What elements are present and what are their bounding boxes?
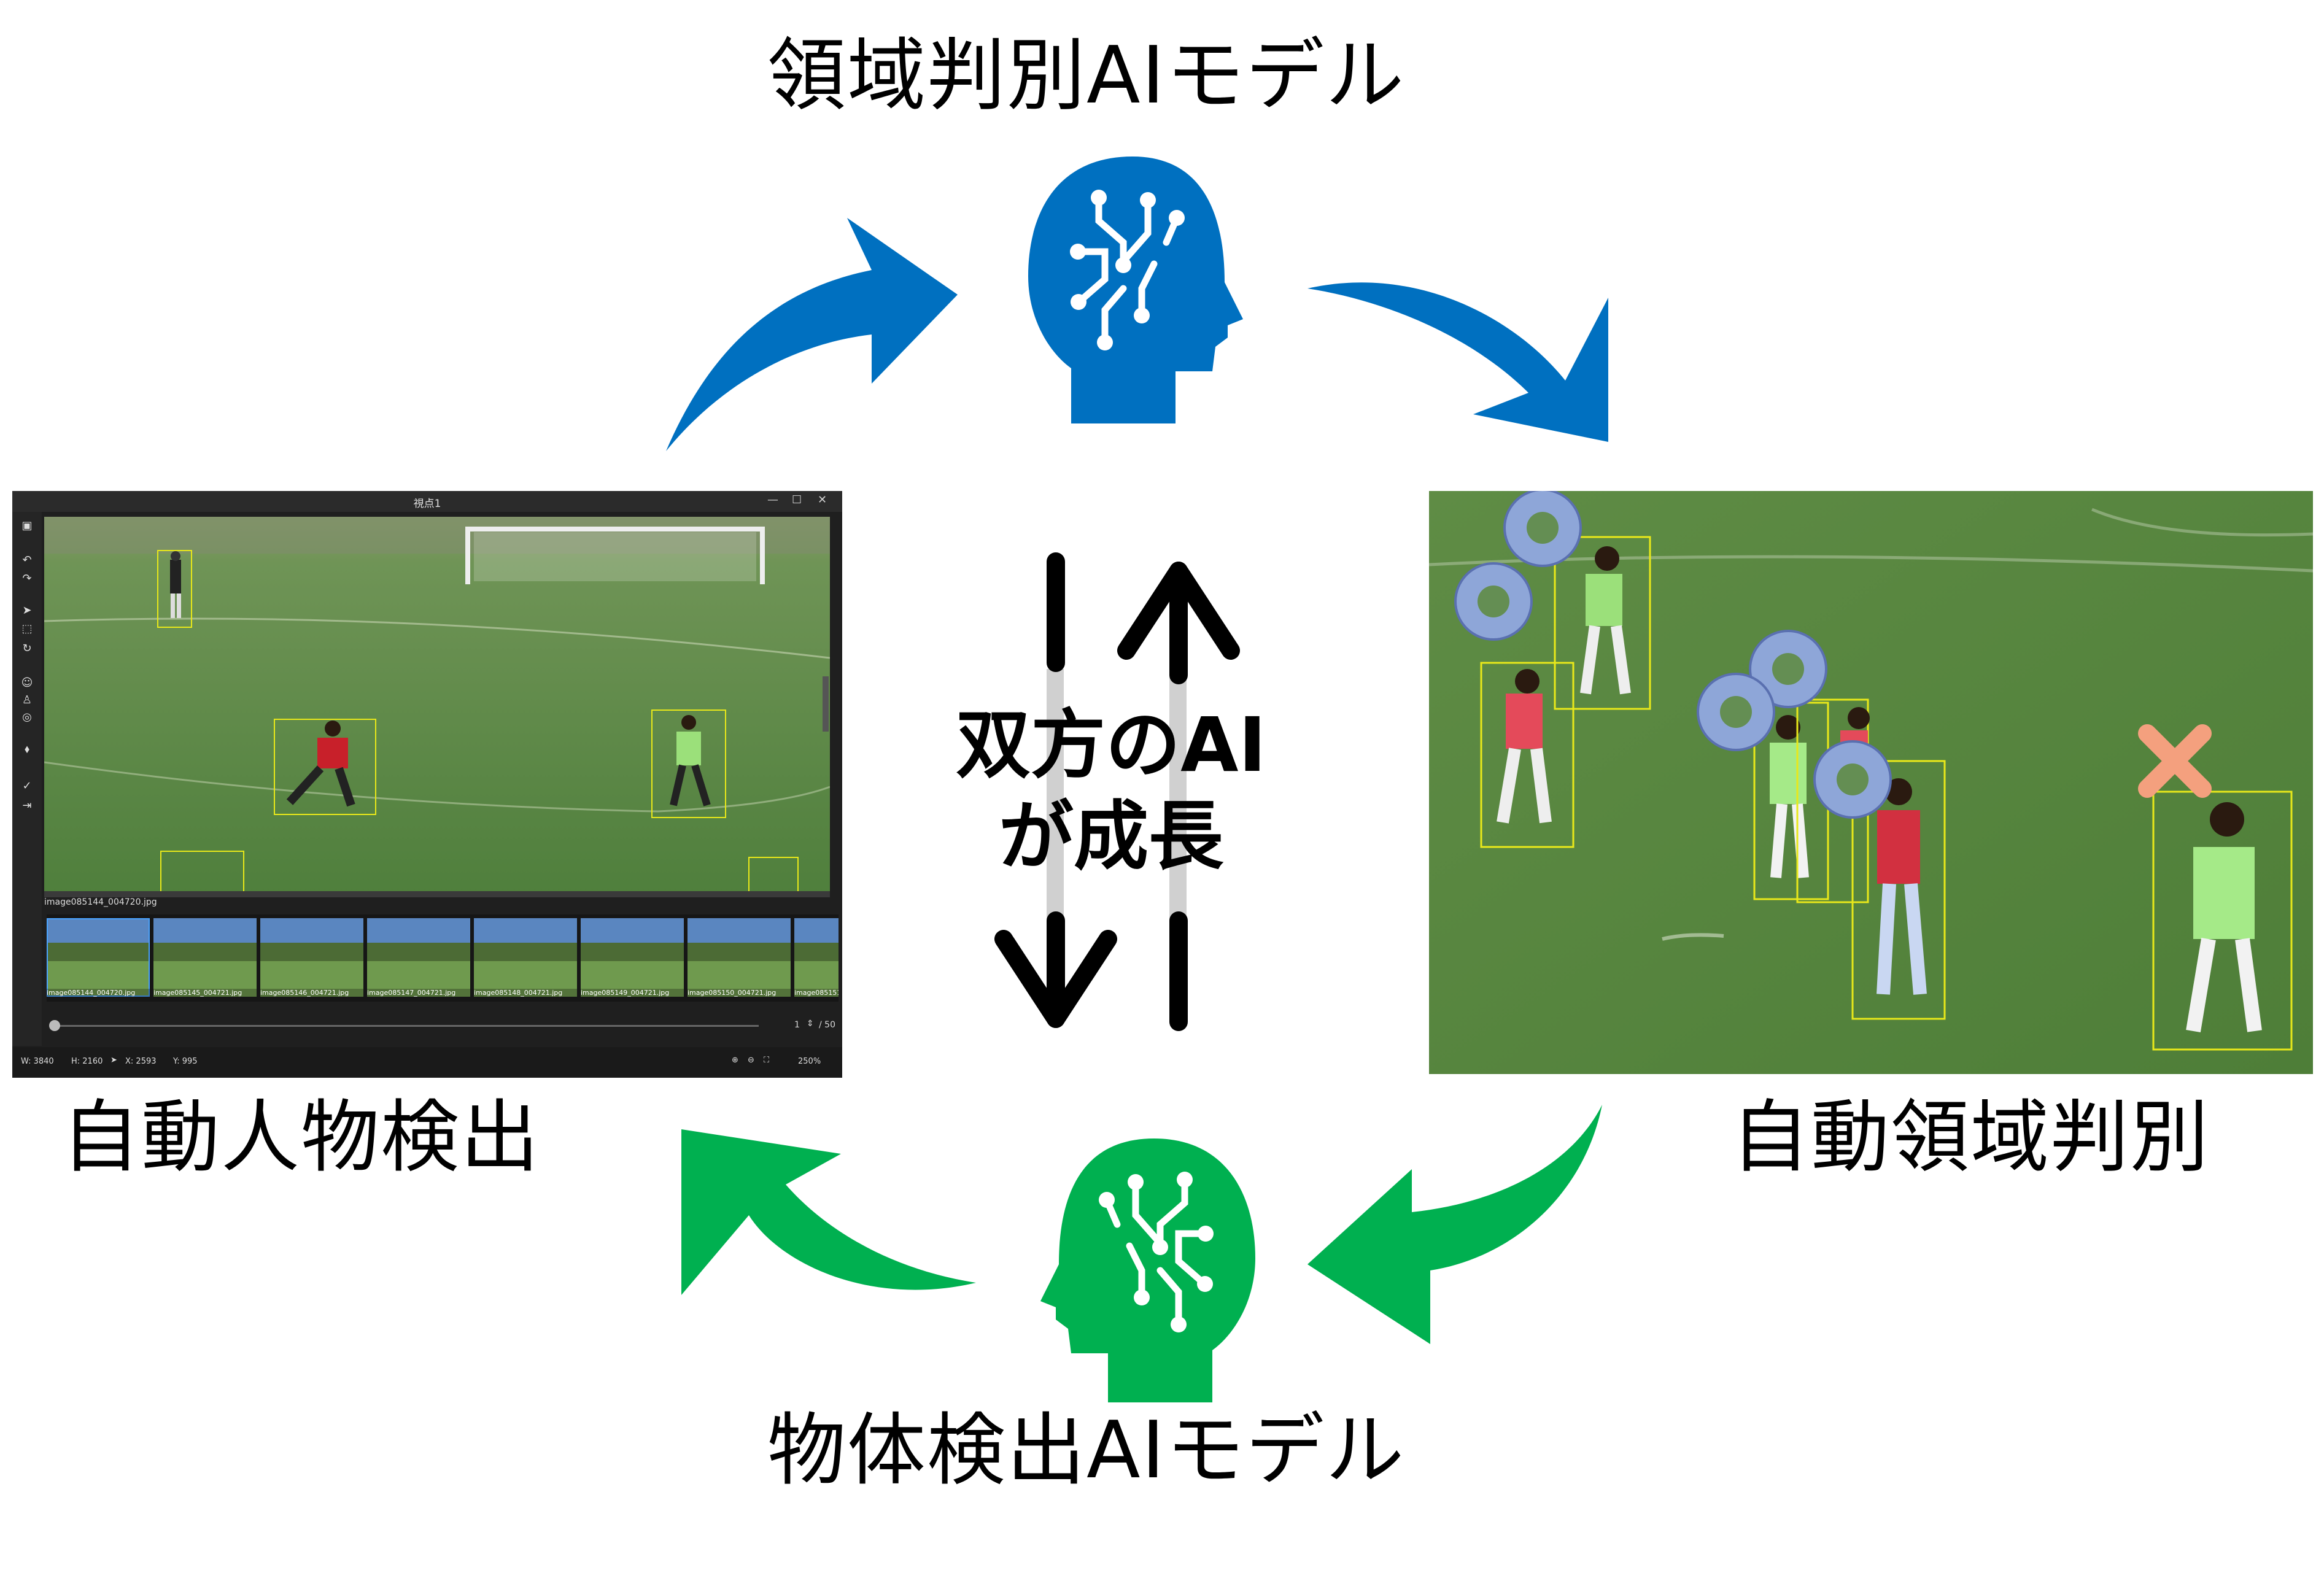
thumbnail[interactable]: image085150_004721.jpg xyxy=(688,918,791,997)
check-all-icon[interactable]: ✓ xyxy=(22,779,32,792)
thumbnail[interactable]: image085147_004721.jpg xyxy=(367,918,470,997)
frame-total: / 50 xyxy=(819,1020,835,1030)
thumbnail[interactable]: image085148_004721.jpg xyxy=(474,918,577,997)
player-box-6 xyxy=(2152,790,2293,1051)
cursor-x: X: 2593 xyxy=(125,1057,157,1066)
object-detection-model-label: 物体検出AIモデル xyxy=(767,1405,1406,1496)
select-pointer-icon[interactable]: ➤ xyxy=(22,604,32,617)
thumbnail[interactable]: image085151_004721.jpg xyxy=(794,918,839,997)
marker-holes xyxy=(1478,512,1869,795)
center-caption: 双方のAI が成長 xyxy=(939,700,1283,883)
cross-marker xyxy=(2138,724,2212,798)
rotate-icon[interactable]: ↻ xyxy=(22,642,32,655)
run-person-icon[interactable]: ♙ xyxy=(21,694,33,706)
auto-region-classification-label: 自動領域判別 xyxy=(1731,1092,2210,1183)
thumbnail-caption: image085146_004721.jpg xyxy=(260,989,363,997)
blue-arrow-down-right xyxy=(1307,282,1608,442)
maximize-button[interactable]: ☐ xyxy=(792,493,802,506)
redo-icon[interactable]: ↷ xyxy=(22,572,32,585)
image-viewport[interactable] xyxy=(44,517,830,897)
center-caption-line1: 双方のAI xyxy=(956,702,1266,789)
frame-stepper-icon[interactable]: ⇕ xyxy=(807,1019,814,1029)
brain-ai-icon-blue xyxy=(1028,157,1243,423)
thumbnail[interactable]: image085144_004720.jpg xyxy=(47,918,150,997)
fit-screen-icon[interactable]: ⛶ xyxy=(764,1056,770,1065)
thumbnail-caption: image085145_004721.jpg xyxy=(153,989,257,997)
export-icon[interactable]: ⇥ xyxy=(22,799,32,812)
zoom-in-icon[interactable]: ⊕ xyxy=(732,1056,738,1065)
save-icon[interactable]: ▣ xyxy=(21,519,33,532)
thumbnail[interactable]: image085146_004721.jpg xyxy=(260,918,363,997)
close-button[interactable]: ✕ xyxy=(818,493,827,506)
bidirectional-arrows xyxy=(994,552,1240,1031)
cursor-icon: ➤ xyxy=(110,1056,117,1065)
player-box-5 xyxy=(1851,760,1946,1020)
app-titlebar: 視点1 — ☐ ✕ xyxy=(12,491,842,512)
undo-icon[interactable]: ↶ xyxy=(22,554,32,566)
frame-slider-handle[interactable] xyxy=(49,1020,60,1031)
thumbnail[interactable]: image085145_004721.jpg xyxy=(153,918,257,997)
thumbnail-caption: image085150_004721.jpg xyxy=(688,989,791,997)
minimize-button[interactable]: — xyxy=(767,493,778,506)
image-height: H: 2160 xyxy=(71,1057,103,1066)
center-caption-line2: が成長 xyxy=(999,792,1223,880)
frame-slider-row: 1 ⇕ / 50 xyxy=(47,1014,839,1038)
blue-arrow-up-right xyxy=(666,218,958,451)
person-detect-icon[interactable]: ☺ xyxy=(21,676,33,689)
status-bar: W: 3840 H: 2160 ➤ X: 2593 Y: 995 ⊕ ⊖ ⛶ 2… xyxy=(12,1047,842,1078)
tag-icon[interactable]: ⬧ xyxy=(24,743,30,756)
thumbnail-caption: image085148_004721.jpg xyxy=(474,989,577,997)
focus-target-icon[interactable]: ◎ xyxy=(22,711,32,724)
green-arrow-up-left xyxy=(681,1129,976,1295)
player-box-1 xyxy=(1480,662,1575,848)
annotation-app-window: 視点1 — ☐ ✕ ▣ ↶ ↷ ➤ ⬚ ↻ ☺ ♙ ◎ ⬧ ✓ ⇥ xyxy=(12,491,842,1078)
thumbnail-filmstrip: image085144_004720.jpg image085145_00472… xyxy=(47,914,839,1002)
green-arrow-down-left xyxy=(1307,1105,1602,1344)
draw-box-icon[interactable]: ⬚ xyxy=(21,622,33,635)
thumbnail-caption: image085147_004721.jpg xyxy=(367,989,470,997)
brain-ai-icon-green xyxy=(1040,1138,1255,1402)
cursor-y: Y: 995 xyxy=(173,1057,198,1066)
player-box-2 xyxy=(1554,536,1651,710)
zoom-out-icon[interactable]: ⊖ xyxy=(748,1056,754,1065)
tool-sidebar: ▣ ↶ ↷ ➤ ⬚ ↻ ☺ ♙ ◎ ⬧ ✓ ⇥ xyxy=(12,512,42,1046)
thumbnail-caption: image085144_004720.jpg xyxy=(47,989,150,997)
player-red xyxy=(274,719,376,815)
player-keeper xyxy=(157,550,192,628)
frame-slider-track[interactable] xyxy=(53,1025,759,1027)
player-green-bib xyxy=(651,709,726,818)
auto-person-detection-label: 自動人物検出 xyxy=(61,1092,541,1183)
frame-current-input[interactable]: 1 xyxy=(794,1020,800,1030)
thumbnail-caption: image085149_004721.jpg xyxy=(581,989,684,997)
app-window-title: 視点1 xyxy=(413,498,441,510)
image-width: W: 3840 xyxy=(21,1057,54,1066)
region-classification-image xyxy=(1429,491,2313,1074)
region-classifier-model-label: 領域判別AIモデル xyxy=(767,30,1406,122)
thumbnail[interactable]: image085149_004721.jpg xyxy=(581,918,684,997)
zoom-level[interactable]: 250% xyxy=(798,1057,821,1066)
current-filename: image085144_004720.jpg xyxy=(44,897,157,907)
player-box-3 xyxy=(1753,702,1829,900)
thumbnail-caption: image085151_004721.jpg xyxy=(794,989,839,997)
